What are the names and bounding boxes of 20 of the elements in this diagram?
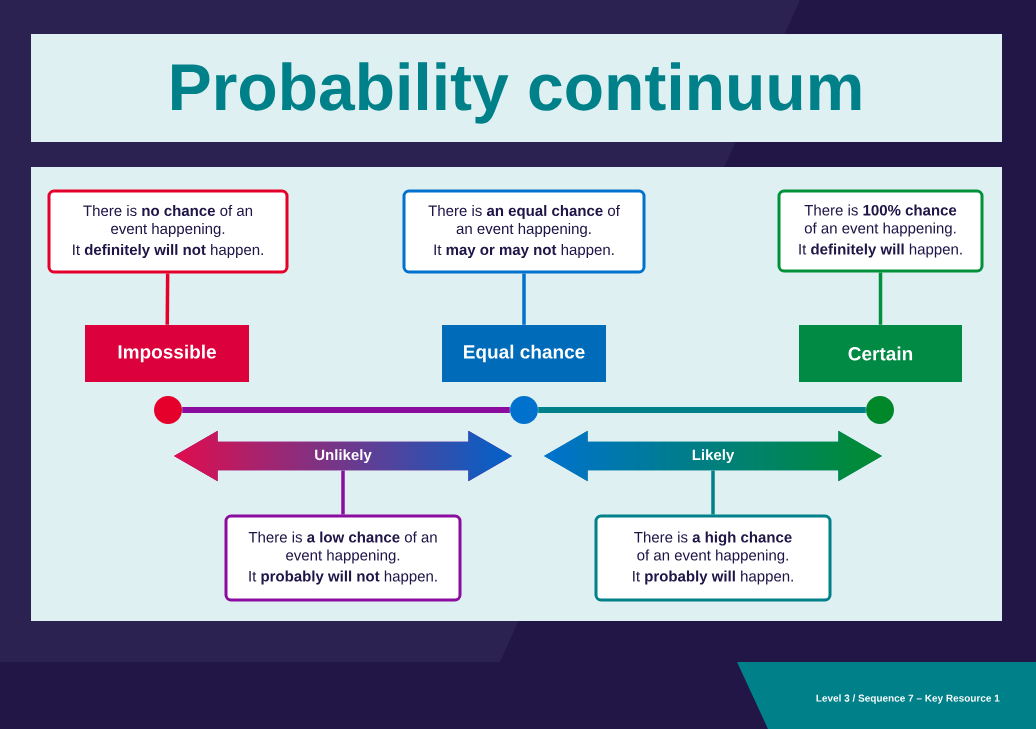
connector-line	[165, 273, 170, 325]
connector-line	[341, 470, 345, 515]
description-box: There is a high chance of an event happening. It probably will happen.	[594, 514, 832, 602]
connector-line	[182, 407, 510, 413]
connector-line	[522, 273, 526, 325]
dot-marker	[510, 396, 538, 424]
category-box: Certain	[799, 325, 962, 382]
description-box: There is an equal chance of an event happening. It may or may not happen.	[402, 189, 646, 274]
description-box: There is no chance of an event happening. It definitely will not happen.	[47, 189, 289, 274]
category-box: Equal chance	[442, 325, 606, 382]
dot-marker	[154, 396, 182, 424]
connector-line	[711, 470, 715, 515]
description-box: There is 100% chance of an event happening. It definitely will happen.	[777, 189, 984, 273]
dot-marker	[866, 396, 894, 424]
description-box: There is a low chance of an event happening. It probably will not happen.	[224, 514, 462, 602]
connector-line	[878, 272, 883, 325]
title: Probability continuum	[172, 62, 861, 124]
footer-text: Level 3 / Sequence 7 – Key Resource 1	[816, 694, 1000, 704]
category-box: Impossible	[85, 325, 249, 382]
connector-line	[538, 407, 866, 413]
